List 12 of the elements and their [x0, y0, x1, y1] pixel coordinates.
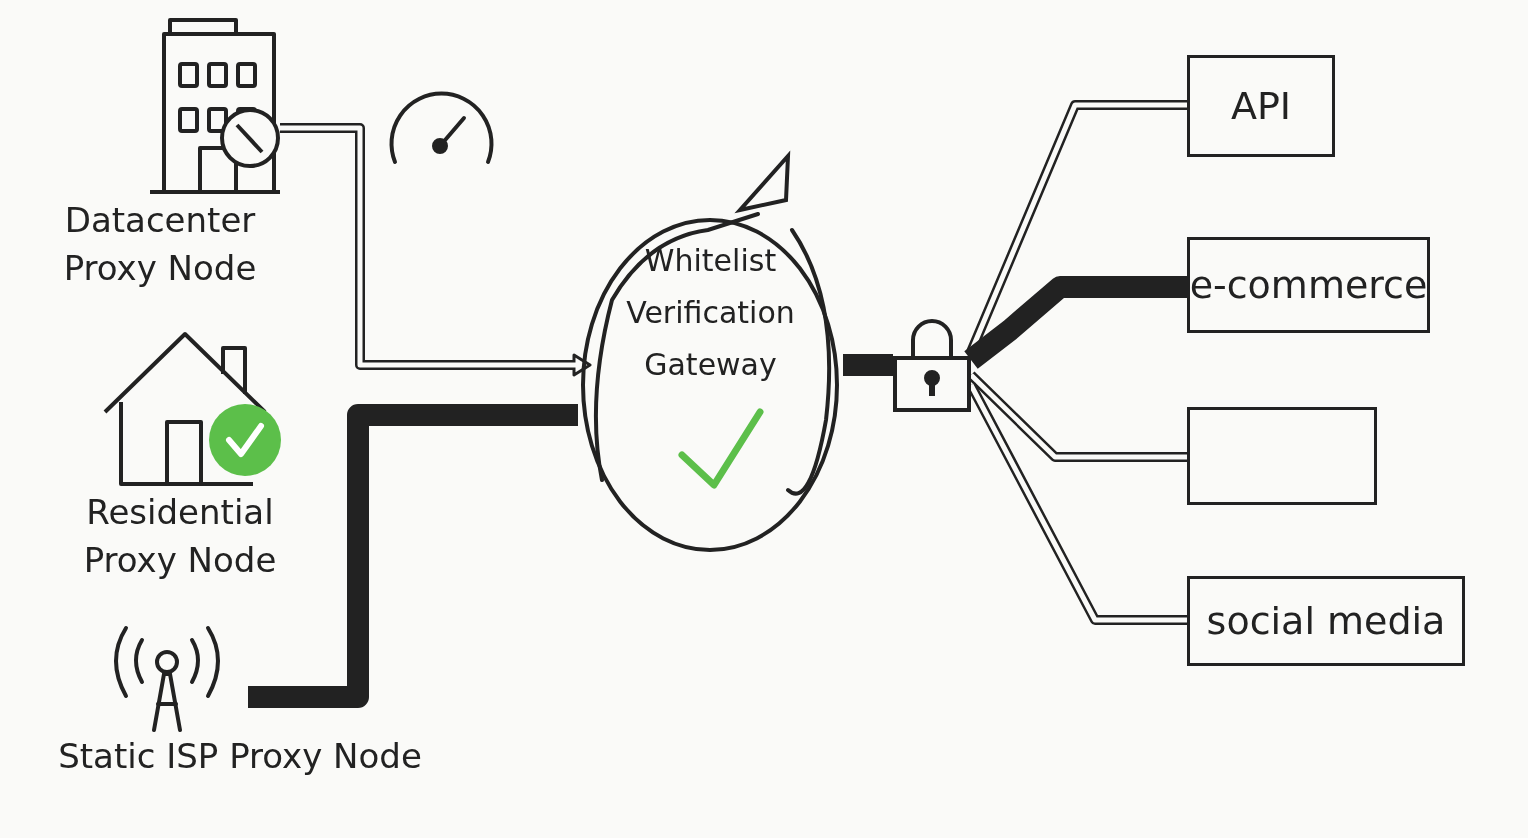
thick-connector [843, 354, 893, 376]
target-box [1187, 407, 1377, 505]
node-label: Datacenter Proxy Node [62, 199, 258, 290]
hollow-arrow [280, 123, 592, 377]
thick-connector [248, 404, 578, 708]
target-box: API [1187, 55, 1335, 157]
node-label: Static ISP Proxy Node [58, 735, 422, 778]
target-box: e-commerce [1187, 237, 1430, 333]
node-label: Whitelist Verification Gateway [625, 242, 796, 384]
node-label: Residential Proxy Node [82, 491, 278, 582]
thick-connector [964, 276, 1187, 369]
target-box: social media [1187, 576, 1465, 666]
